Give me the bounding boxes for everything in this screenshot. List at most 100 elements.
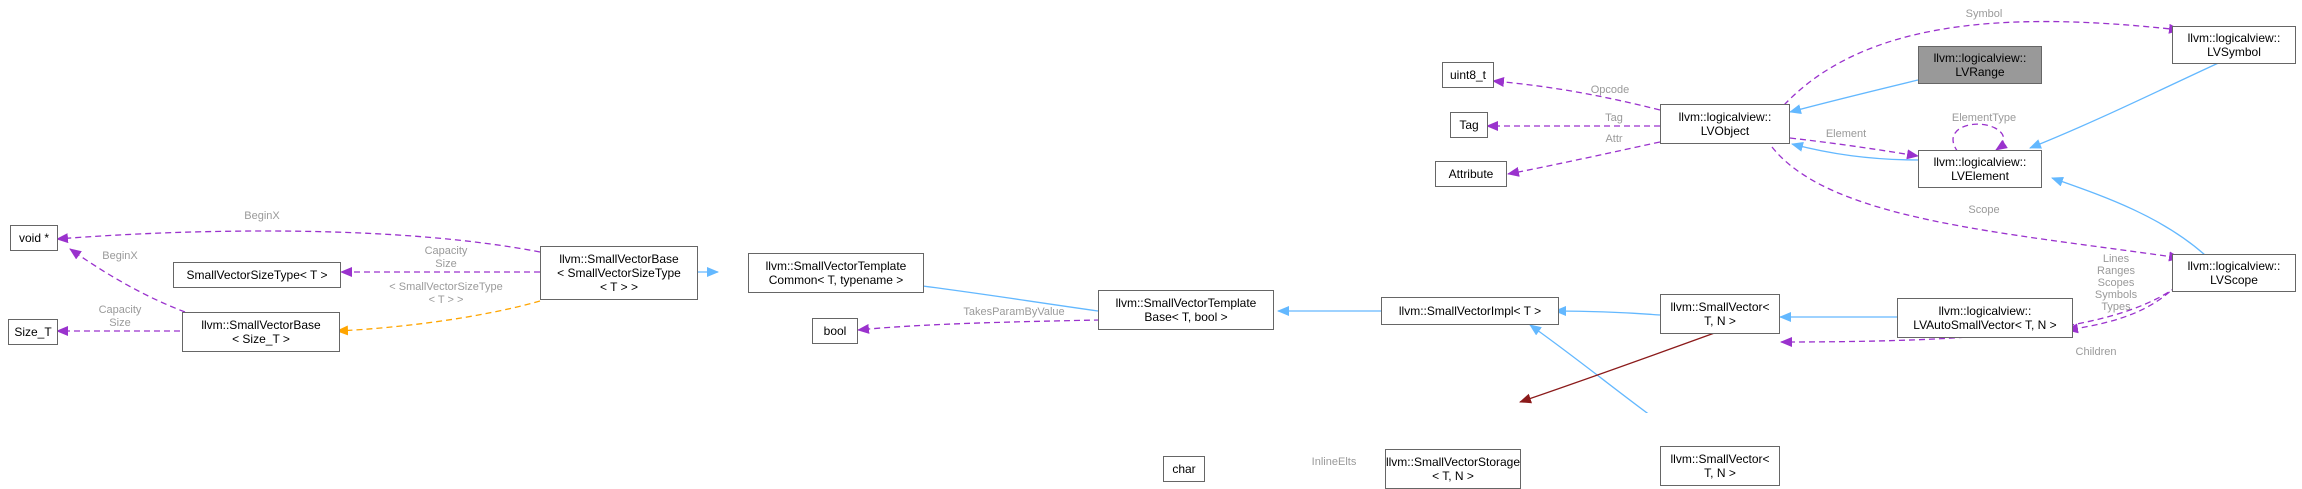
label-element-line-1: Element [1825, 128, 1867, 140]
node-lvobject-line-2: LVObject [1700, 124, 1750, 138]
label-svst-template-line-2: < T > > [428, 294, 464, 306]
label-tag: Tag [1605, 112, 1623, 125]
node-lvsymbol-line-2: LVSymbol [2207, 45, 2261, 59]
node-lvscope-line-1: llvm::logicalview:: [2187, 259, 2281, 273]
node-sv2[interactable]: llvm::SmallVector< T, N > [1660, 446, 1780, 486]
node-bool-line-1: bool [823, 324, 847, 338]
label-lines-line-5: Types [2101, 301, 2131, 313]
node-svtbase-line-1: llvm::SmallVectorTemplate [1115, 296, 1257, 310]
label-beginx-left: BeginX [102, 250, 137, 263]
class-graph-edges [56, 20, 2226, 413]
label-capacity-left-line-1: Capacity [98, 304, 142, 316]
label-lines-line-3: Scopes [2097, 277, 2135, 289]
label-takesparam: TakesParamByValue [963, 306, 1064, 319]
label-scope: Scope [1968, 204, 1999, 217]
node-lvsymbol-line-1: llvm::logicalview:: [2187, 31, 2281, 45]
node-sv1[interactable]: llvm::SmallVector< T, N > [1660, 294, 1780, 334]
node-sv2-line-2: T, N > [1704, 466, 1736, 480]
node-lvrange-line-1: llvm::logicalview:: [1933, 51, 2027, 65]
edge-lvscope-lvelement [2051, 176, 2206, 256]
node-svbase-svst[interactable]: llvm::SmallVectorBase < SmallVectorSizeT… [540, 246, 698, 300]
edge-svimpl-sv1 [1554, 306, 1661, 317]
node-lvelement[interactable]: llvm::logicalview:: LVElement [1918, 150, 2042, 188]
node-lvauto-line-1: llvm::logicalview:: [1938, 304, 2032, 318]
node-lvsymbol[interactable]: llvm::logicalview:: LVSymbol [2172, 26, 2296, 64]
node-uint8[interactable]: uint8_t [1442, 62, 1494, 88]
node-svtcommon-line-2: Common< T, typename > [768, 273, 904, 287]
edge-lvelement-lvobject [1791, 141, 1921, 161]
node-sv1-line-1: llvm::SmallVector< [1670, 300, 1770, 314]
node-char-line-1: char [1172, 462, 1196, 476]
node-lvauto-line-2: LVAutoSmallVector< T, N > [1913, 318, 2057, 332]
label-lines-line-2: Ranges [2097, 265, 2135, 277]
label-beginx-left-line-1: BeginX [102, 250, 138, 262]
edge-svbase-template [336, 300, 541, 336]
label-symbol-line-1: Symbol [1965, 8, 2003, 20]
node-tag-line-1: Tag [1459, 118, 1479, 132]
node-lvscope-line-2: LVScope [2210, 273, 2258, 287]
label-lines: Lines Ranges Scopes Symbols Types [2095, 253, 2137, 313]
label-svst-template-line-1: < SmallVectorSizeType [389, 281, 503, 293]
node-attribute[interactable]: Attribute [1435, 161, 1507, 187]
node-lvscope[interactable]: llvm::logicalview:: LVScope [2172, 254, 2296, 292]
node-svtbase[interactable]: llvm::SmallVectorTemplate Base< T, bool … [1098, 290, 1274, 330]
node-lvelement-line-1: llvm::logicalview:: [1933, 155, 2027, 169]
node-lvobject[interactable]: llvm::logicalview:: LVObject [1660, 104, 1790, 144]
node-uint8-line-1: uint8_t [1449, 68, 1487, 82]
node-svtbase-line-2: Base< T, bool > [1144, 310, 1228, 324]
label-inlineelts-line-1: InlineElts [1311, 456, 1357, 468]
label-capacity-top: Capacity Size [425, 245, 468, 271]
node-svstorage-line-1: llvm::SmallVectorStorage [1385, 455, 1521, 469]
edge-takesparam [857, 319, 1101, 334]
node-sv2-line-1: llvm::SmallVector< [1670, 452, 1770, 466]
edge-lvrange-lvobject [1789, 79, 1919, 114]
node-char[interactable]: char [1163, 456, 1205, 482]
edge-scope [1771, 146, 2181, 262]
node-lvelement-line-2: LVElement [1951, 169, 2009, 183]
label-capacity-left-line-2: Size [109, 317, 131, 329]
node-svbase-svst-line-2: < SmallVectorSizeType [557, 266, 681, 280]
edge-lvsymbol-lvelement [2029, 59, 2226, 149]
edge-opcode [1492, 76, 1661, 111]
node-svimpl[interactable]: llvm::SmallVectorImpl< T > [1381, 297, 1559, 325]
edge-lines [2066, 269, 2191, 334]
edge-beginx-top [56, 230, 541, 253]
label-lines-line-4: Symbols [2094, 289, 2138, 301]
node-svtcommon-line-1: llvm::SmallVectorTemplate [765, 259, 907, 273]
edge-svimpl-sv2 [1529, 324, 1649, 413]
label-capacity-top-line-2: Size [435, 258, 457, 270]
node-tag[interactable]: Tag [1450, 112, 1488, 138]
node-lvauto[interactable]: llvm::logicalview:: LVAutoSmallVector< T… [1897, 298, 2073, 338]
node-svsizetype[interactable]: SmallVectorSizeType< T > [173, 262, 341, 288]
node-svtcommon[interactable]: llvm::SmallVectorTemplate Common< T, typ… [748, 253, 924, 293]
node-sv1-line-2: T, N > [1704, 314, 1736, 328]
node-lvobject-line-1: llvm::logicalview:: [1678, 110, 1772, 124]
label-svst-template: < SmallVectorSizeType < T > > [389, 281, 502, 307]
node-sizet-line-1: Size_T [14, 325, 52, 339]
label-attr-line-1: Attr [1605, 133, 1623, 145]
label-beginx-top: BeginX [244, 210, 279, 223]
label-element: Element [1826, 128, 1866, 141]
node-svstorage[interactable]: llvm::SmallVectorStorage < T, N > [1385, 449, 1521, 489]
node-voidptr[interactable]: void * [10, 225, 58, 251]
edge-attr [1507, 141, 1661, 177]
node-bool[interactable]: bool [812, 318, 858, 344]
edge-beginx-left [69, 248, 186, 313]
node-voidptr-line-1: void * [18, 231, 50, 245]
node-sizet[interactable]: Size_T [8, 319, 58, 345]
label-scope-line-1: Scope [1968, 204, 2000, 216]
label-elementtype-line-1: ElementType [1951, 112, 2017, 124]
label-lines-line-1: Lines [2102, 253, 2130, 265]
node-lvrange[interactable]: llvm::logicalview:: LVRange [1918, 46, 2042, 84]
edge-element [1789, 137, 1919, 160]
node-lvrange-line-2: LVRange [1955, 65, 2005, 79]
label-beginx-top-line-1: BeginX [244, 210, 280, 222]
label-opcode: Opcode [1591, 84, 1630, 97]
edge-symbol [1770, 20, 2181, 121]
node-svbase-sizet[interactable]: llvm::SmallVectorBase < Size_T > [182, 312, 340, 352]
node-svstorage-line-2: < T, N > [1432, 469, 1474, 483]
label-capacity-left: Capacity Size [99, 304, 142, 330]
node-attribute-line-1: Attribute [1448, 167, 1494, 181]
node-svimpl-line-1: llvm::SmallVectorImpl< T > [1398, 304, 1542, 318]
label-symbol: Symbol [1966, 8, 2003, 21]
